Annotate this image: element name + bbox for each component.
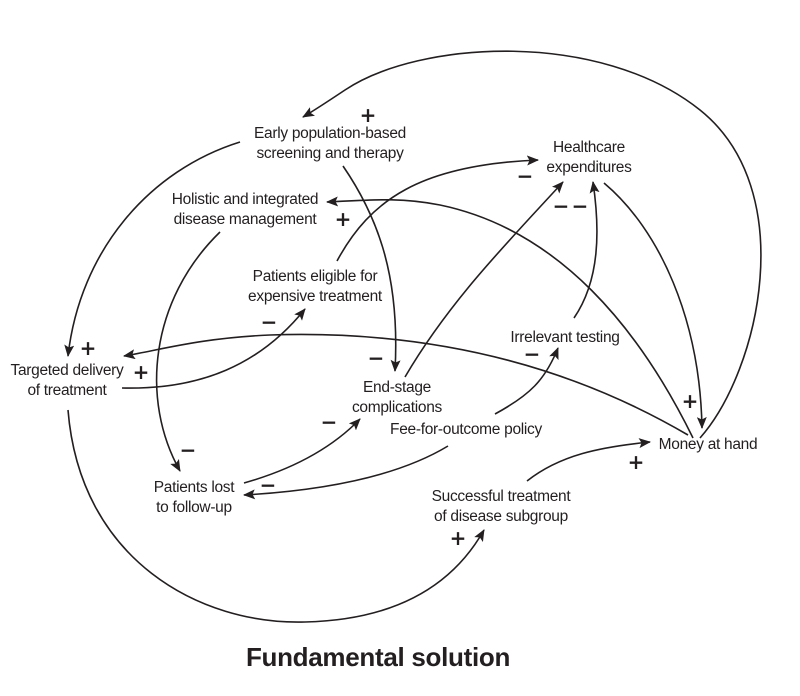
- polarity-money-to-targeted-delivery: +: [133, 360, 150, 384]
- node-early-screening: Early population-based screening and the…: [254, 125, 406, 162]
- node-label-line: Healthcare: [553, 139, 625, 156]
- polarity-fee-for-outcome-to-irrelevant-testing: −: [524, 342, 541, 366]
- edge-patients-lost-to-end-stage: [243, 418, 361, 484]
- node-healthcare-expenditures: Healthcare expenditures: [546, 139, 632, 176]
- polarity-fee-for-outcome-to-patients-lost: −: [260, 473, 277, 497]
- node-label-line: complications: [352, 399, 443, 416]
- edge-holistic-to-patients-lost: [155, 231, 221, 472]
- polarity-targeted-delivery-to-patients-eligible: −: [261, 310, 278, 334]
- edge-money-to-targeted-delivery: [123, 333, 689, 436]
- edge-fee-for-outcome-to-patients-lost: [243, 445, 449, 500]
- node-label-line: expenditures: [546, 159, 632, 176]
- node-label-line: Patients lost: [154, 479, 236, 496]
- node-label-line: screening and therapy: [256, 145, 404, 162]
- edge-money-to-early-screening: [302, 50, 762, 439]
- node-end-stage-complications: End-stage complications: [352, 379, 443, 416]
- edge-targeted-delivery-to-successful-treatment: [67, 409, 485, 623]
- node-label-line: Patients eligible for: [253, 268, 378, 285]
- node-holistic: Holistic and integrated disease manageme…: [172, 191, 319, 228]
- node-money-at-hand: Money at hand: [659, 436, 758, 453]
- node-label-line: of treatment: [27, 382, 107, 399]
- polarity-money-to-early-screening: +: [360, 103, 377, 127]
- polarity-irrelevant-testing-to-healthcare-exp: −: [572, 194, 589, 218]
- edge-fee-for-outcome-to-irrelevant-testing: [494, 347, 559, 415]
- node-label-line: Successful treatment: [432, 488, 572, 505]
- node-label-line: Irrelevant testing: [510, 329, 619, 346]
- node-fee-for-outcome: Fee-for-outcome policy: [390, 421, 543, 438]
- polarity-targeted-delivery-to-successful-treatment: +: [450, 526, 467, 550]
- diagram-title: Fundamental solution: [246, 642, 510, 672]
- node-patients-eligible: Patients eligible for expensive treatmen…: [248, 268, 383, 305]
- node-label-line: to follow-up: [156, 499, 232, 516]
- edge-irrelevant-testing-to-healthcare-exp: [573, 181, 600, 319]
- node-label-line: Early population-based: [254, 125, 406, 142]
- polarity-early-screening-to-end-stage: −: [368, 346, 385, 370]
- node-label-line: Holistic and integrated: [172, 191, 318, 208]
- edge-healthcare-exp-to-money: [603, 182, 707, 429]
- polarity-healthcare-exp-to-money: +: [682, 389, 699, 413]
- node-irrelevant-testing: Irrelevant testing: [510, 329, 619, 346]
- polarity-holistic-to-patients-lost: −: [180, 438, 197, 462]
- node-label-line: End-stage: [363, 379, 431, 396]
- polarity-successful-treatment-to-money: +: [628, 450, 645, 474]
- polarity-end-stage-to-healthcare-exp: −: [553, 194, 570, 218]
- node-label-line: of disease subgroup: [434, 508, 568, 525]
- node-label-line: disease management: [174, 211, 318, 228]
- polarity-patients-lost-to-end-stage: −: [321, 410, 338, 434]
- edge-money-to-holistic: [326, 196, 694, 439]
- node-targeted-delivery: Targeted delivery of treatment: [11, 362, 125, 399]
- polarity-early-screening-to-targeted-delivery: +: [80, 336, 97, 360]
- edge-early-screening-to-targeted-delivery: [64, 141, 241, 357]
- polarity-money-to-holistic: +: [335, 207, 352, 231]
- node-successful-treatment: Successful treatment of disease subgroup: [432, 488, 572, 525]
- polarity-patients-eligible-to-healthcare-exp: −: [517, 164, 534, 188]
- node-label-line: expensive treatment: [248, 288, 383, 305]
- node-patients-lost: Patients lost to follow-up: [154, 479, 236, 516]
- edge-targeted-delivery-to-patients-eligible: [121, 308, 306, 389]
- edge-successful-treatment-to-money: [526, 438, 651, 482]
- node-label-line: Fee-for-outcome policy: [390, 421, 542, 438]
- edge-patients-eligible-to-healthcare-exp: [336, 155, 539, 262]
- edge-end-stage-to-healthcare-exp: [404, 181, 564, 378]
- node-label-line: Targeted delivery: [11, 362, 124, 379]
- node-label-line: Money at hand: [659, 436, 758, 453]
